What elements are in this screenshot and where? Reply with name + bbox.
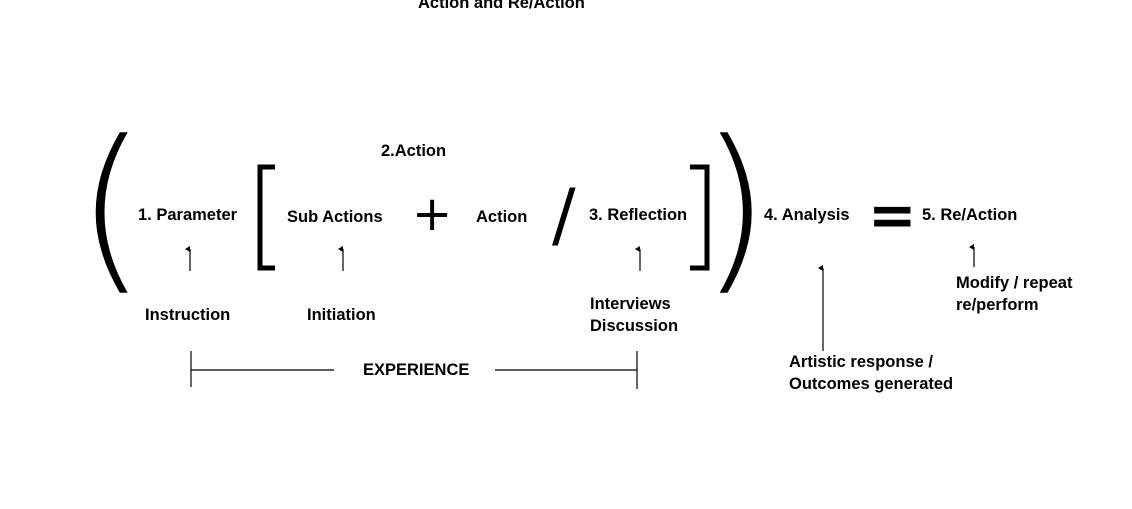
plus-sign: + — [412, 186, 453, 242]
equals-sign: = — [868, 181, 917, 249]
close-square-bracket — [690, 164, 710, 271]
open-parenthesis: ( — [76, 103, 147, 312]
modify-label-line1: Modify / repeat — [956, 274, 1073, 292]
close-parenthesis: ) — [700, 103, 771, 312]
diagram-title: Action and Re/Action — [418, 0, 585, 12]
discussion-label: Discussion — [590, 317, 679, 335]
sub-actions-label: Sub Actions — [287, 208, 383, 226]
reaction-label: 5. Re/Action — [922, 206, 1018, 224]
parameter-label: 1. Parameter — [138, 206, 238, 224]
modify-label-line2: re/perform — [956, 296, 1039, 314]
instruction-label: Instruction — [145, 306, 231, 324]
reflection-label: 3. Reflection — [589, 206, 688, 224]
action-label: Action — [476, 208, 528, 226]
initiation-label: Initiation — [307, 306, 376, 324]
action-heading: 2.Action — [381, 142, 447, 160]
open-square-bracket — [257, 164, 275, 271]
artistic-label-line1: Artistic response / — [789, 353, 933, 371]
interviews-label: Interviews — [590, 295, 671, 313]
analysis-label: 4. Analysis — [764, 206, 850, 224]
experience-label: EXPERIENCE — [363, 361, 470, 379]
artistic-label-line2: Outcomes generated — [789, 375, 954, 393]
slash-sign: / — [552, 174, 576, 256]
